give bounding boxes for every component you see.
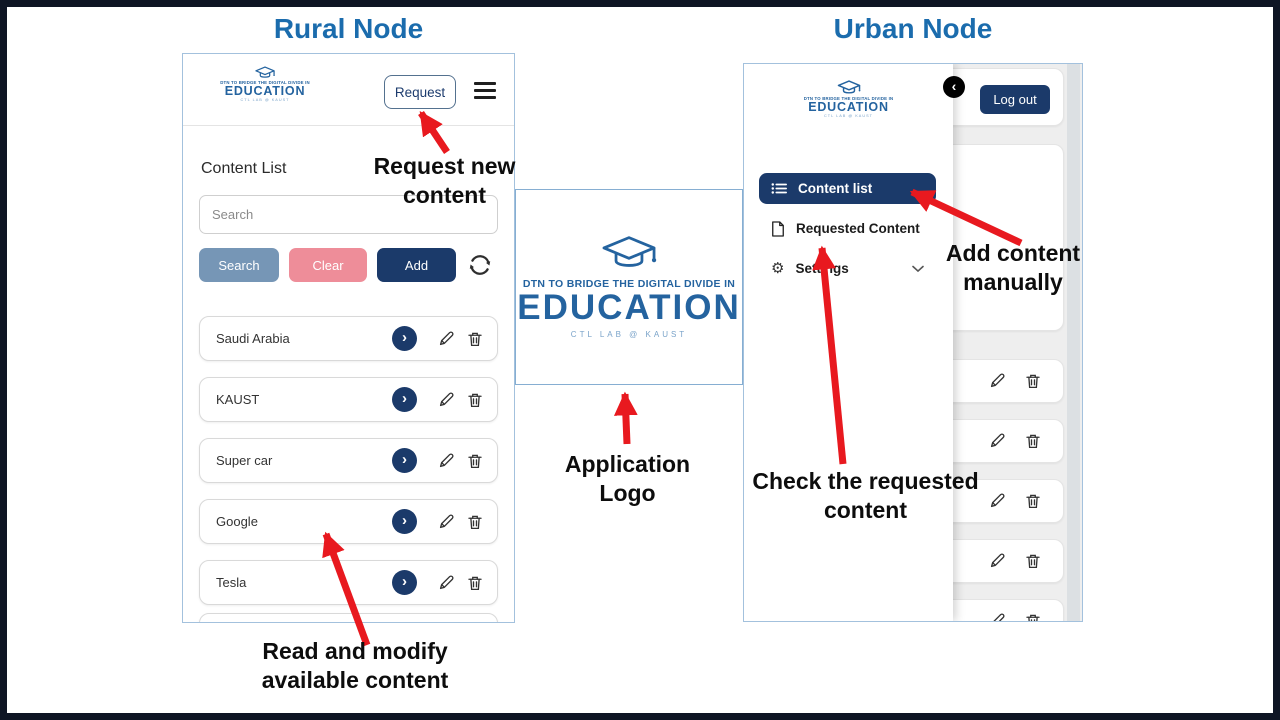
clear-button[interactable]: Clear bbox=[289, 248, 367, 282]
edit-icon[interactable] bbox=[987, 611, 1007, 621]
sidebar-item-requested-content[interactable]: Requested Content bbox=[759, 213, 936, 244]
logout-button[interactable]: Log out bbox=[980, 85, 1050, 114]
list-item: KAUST › bbox=[199, 377, 498, 422]
edit-icon[interactable] bbox=[436, 573, 456, 593]
delete-icon[interactable] bbox=[1023, 491, 1043, 511]
list-icon bbox=[771, 183, 787, 194]
item-name: Google bbox=[216, 514, 258, 529]
add-button[interactable]: Add bbox=[377, 248, 456, 282]
open-item-icon[interactable]: › bbox=[392, 570, 417, 595]
chevron-down-icon bbox=[912, 265, 924, 273]
logo-wordmark: EDUCATION bbox=[808, 100, 889, 114]
urban-phone-panel: Log out bbox=[743, 63, 1083, 622]
delete-icon[interactable] bbox=[465, 451, 485, 471]
list-item: Saudi Arabia › bbox=[199, 316, 498, 361]
sidebar-item-label: Settings bbox=[795, 261, 849, 276]
logo-subtext: CTL LAB @ KAUST bbox=[240, 98, 290, 103]
scrollbar-track[interactable] bbox=[1067, 64, 1080, 621]
edit-icon[interactable] bbox=[436, 390, 456, 410]
delete-icon[interactable] bbox=[465, 573, 485, 593]
sidebar: DTN TO BRIDGE THE DIGITAL DIVIDE IN EDUC… bbox=[744, 64, 953, 621]
delete-icon[interactable] bbox=[1023, 431, 1043, 451]
item-name: KAUST bbox=[216, 392, 260, 407]
edit-icon[interactable] bbox=[987, 371, 1007, 391]
graduation-cap-icon bbox=[837, 80, 860, 94]
collapse-sidebar-icon[interactable]: ‹ bbox=[943, 76, 965, 98]
refresh-icon[interactable] bbox=[466, 251, 494, 279]
delete-icon[interactable] bbox=[465, 329, 485, 349]
rural-node-title: Rural Node bbox=[273, 13, 424, 44]
list-item: Google › bbox=[199, 499, 498, 544]
edit-icon[interactable] bbox=[436, 451, 456, 471]
graduation-cap-icon bbox=[602, 235, 657, 267]
edit-icon[interactable] bbox=[987, 431, 1007, 451]
edit-icon[interactable] bbox=[987, 551, 1007, 571]
application-logo: DTN TO BRIDGE THE DIGITAL DIVIDE IN EDUC… bbox=[515, 189, 743, 385]
list-item-partial bbox=[199, 613, 498, 622]
header-divider bbox=[183, 125, 514, 126]
logo-wordmark: EDUCATION bbox=[224, 84, 306, 98]
search-input[interactable] bbox=[199, 195, 498, 234]
logo-tagline: DTN TO BRIDGE THE DIGITAL DIVIDE IN bbox=[803, 96, 894, 101]
item-name: Tesla bbox=[216, 575, 247, 590]
app-logo-small: DTN TO BRIDGE THE DIGITAL DIVIDE IN EDUC… bbox=[786, 80, 911, 118]
search-button[interactable]: Search bbox=[199, 248, 279, 282]
logo-tagline: DTN TO BRIDGE THE DIGITAL DIVIDE IN bbox=[522, 277, 736, 290]
edit-icon[interactable] bbox=[436, 512, 456, 532]
list-item: Tesla › bbox=[199, 560, 498, 605]
item-name: Super car bbox=[216, 453, 273, 468]
delete-icon[interactable] bbox=[465, 390, 485, 410]
app-logo-small: DTN TO BRIDGE THE DIGITAL DIVIDE IN EDUC… bbox=[205, 66, 325, 102]
logo-tagline: DTN TO BRIDGE THE DIGITAL DIVIDE IN bbox=[220, 80, 310, 85]
graduation-cap-icon bbox=[255, 66, 275, 78]
gear-icon: ⚙ bbox=[771, 260, 785, 277]
document-icon bbox=[772, 220, 784, 237]
delete-icon[interactable] bbox=[1023, 611, 1043, 621]
sidebar-item-label: Requested Content bbox=[796, 221, 920, 236]
open-item-icon[interactable]: › bbox=[392, 509, 417, 534]
logo-subtext: CTL LAB @ KAUST bbox=[824, 114, 873, 119]
sidebar-item-settings[interactable]: ⚙ Settings bbox=[759, 253, 936, 284]
arrow-application-logo bbox=[613, 391, 638, 445]
delete-icon[interactable] bbox=[465, 512, 485, 532]
item-name: Saudi Arabia bbox=[216, 331, 290, 346]
open-item-icon[interactable]: › bbox=[392, 326, 417, 351]
edit-icon[interactable] bbox=[987, 491, 1007, 511]
edit-icon[interactable] bbox=[436, 329, 456, 349]
urban-node-title: Urban Node bbox=[833, 13, 993, 44]
open-item-icon[interactable]: › bbox=[392, 387, 417, 412]
list-item: Super car › bbox=[199, 438, 498, 483]
sidebar-item-content-list[interactable]: Content list bbox=[759, 173, 936, 204]
open-item-icon[interactable]: › bbox=[392, 448, 417, 473]
logo-subtext: CTL LAB @ KAUST bbox=[570, 330, 688, 340]
content-list-heading: Content List bbox=[201, 160, 287, 177]
delete-icon[interactable] bbox=[1023, 551, 1043, 571]
logo-wordmark: EDUCATION bbox=[517, 287, 741, 327]
rural-phone-panel: DTN TO BRIDGE THE DIGITAL DIVIDE IN EDUC… bbox=[182, 53, 515, 623]
sidebar-item-label: Content list bbox=[798, 181, 873, 196]
request-button[interactable]: Request bbox=[384, 75, 456, 109]
hamburger-menu-icon[interactable] bbox=[474, 82, 496, 99]
delete-icon[interactable] bbox=[1023, 371, 1043, 391]
